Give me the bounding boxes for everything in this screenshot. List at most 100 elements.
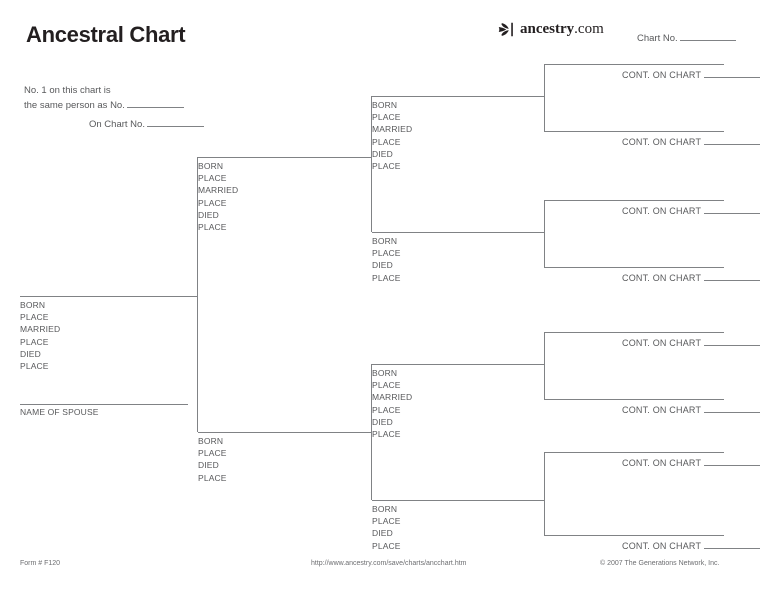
cont-14-text: CONT. ON CHART: [622, 458, 702, 468]
cont-15-text: CONT. ON CHART: [622, 541, 702, 551]
person-3-fields: BORN PLACE DIED PLACE: [198, 435, 372, 484]
field-married: MARRIED: [198, 185, 239, 196]
person-4-fields: BORN PLACE MARRIED PLACE DIED PLACE: [372, 99, 545, 172]
cont-10-text: CONT. ON CHART: [622, 206, 702, 216]
brand-name-rest: .com: [574, 21, 604, 37]
person-1-name-line[interactable]: [20, 296, 197, 297]
person-entry-3-mother[interactable]: BORN PLACE DIED PLACE: [198, 432, 372, 484]
field-place: PLACE: [372, 248, 401, 259]
field-died: DIED: [372, 416, 393, 427]
ancestry-leaf-icon: [498, 21, 517, 38]
person-2-name-line[interactable]: [198, 157, 372, 158]
person-entry-7[interactable]: BORN PLACE DIED PLACE: [372, 500, 545, 552]
cont-9-label[interactable]: CONT. ON CHART: [622, 135, 761, 147]
cont-8-blank[interactable]: [704, 68, 761, 78]
person-entry-2-father[interactable]: BORN PLACE MARRIED PLACE DIED PLACE: [198, 157, 372, 233]
cont-8-line[interactable]: [544, 64, 724, 65]
field-born: BORN: [198, 436, 224, 446]
cont-15-blank[interactable]: [704, 539, 761, 549]
cont-11-line[interactable]: [544, 267, 724, 268]
field-born: BORN: [372, 368, 398, 378]
person-1-fields: BORN PLACE MARRIED PLACE DIED PLACE: [20, 299, 197, 372]
cont-10-blank[interactable]: [704, 204, 761, 214]
person-3-name-line[interactable]: [198, 432, 372, 433]
continuation-bracket-a: [544, 64, 724, 132]
cont-8-text: CONT. ON CHART: [622, 70, 702, 80]
chart-no-field[interactable]: Chart No.: [637, 31, 736, 44]
cont-9-line[interactable]: [544, 131, 724, 132]
cont-15-label[interactable]: CONT. ON CHART: [622, 539, 761, 551]
person-6-name-line[interactable]: [372, 364, 545, 365]
cont-14-blank[interactable]: [704, 456, 761, 466]
field-married: MARRIED: [372, 392, 413, 403]
cont-13-blank[interactable]: [704, 403, 761, 413]
on-chart-no-label: On Chart No.: [89, 119, 145, 130]
person-entry-6[interactable]: BORN PLACE MARRIED PLACE DIED PLACE: [372, 364, 545, 440]
field-died: DIED: [198, 460, 219, 471]
chart-no-blank[interactable]: [679, 31, 736, 41]
field-died: DIED: [20, 348, 41, 359]
field-place: PLACE: [198, 173, 227, 184]
note-line-1: No. 1 on this chart is: [24, 85, 111, 96]
field-born: BORN: [372, 236, 398, 246]
field-born: BORN: [20, 300, 46, 310]
cont-8-label[interactable]: CONT. ON CHART: [622, 68, 761, 80]
on-chart-no-field[interactable]: On Chart No.: [89, 117, 204, 130]
spouse-entry[interactable]: NAME OF SPOUSE: [20, 404, 188, 417]
person-entry-5[interactable]: BORN PLACE DIED PLACE: [372, 232, 545, 284]
field-married: MARRIED: [372, 124, 413, 135]
field-place: PLACE: [372, 429, 401, 440]
same-person-note: No. 1 on this chart is the same person a…: [24, 84, 184, 112]
connector-gen3-lower-vertical: [371, 364, 372, 500]
cont-12-label[interactable]: CONT. ON CHART: [622, 336, 761, 348]
cont-11-label[interactable]: CONT. ON CHART: [622, 271, 761, 283]
cont-11-blank[interactable]: [704, 271, 761, 281]
person-7-fields: BORN PLACE DIED PLACE: [372, 503, 545, 552]
bracket-b-vertical: [544, 200, 545, 268]
cont-14-line[interactable]: [544, 452, 724, 453]
connector-gen3-upper-vertical: [371, 96, 372, 232]
same-person-no-blank[interactable]: [126, 98, 184, 108]
cont-9-blank[interactable]: [704, 135, 761, 145]
person-5-fields: BORN PLACE DIED PLACE: [372, 235, 545, 284]
cont-15-line[interactable]: [544, 535, 724, 536]
field-place: PLACE: [20, 312, 49, 323]
cont-12-line[interactable]: [544, 332, 724, 333]
person-entry-4[interactable]: BORN PLACE MARRIED PLACE DIED PLACE: [372, 96, 545, 172]
on-chart-no-blank[interactable]: [146, 117, 204, 127]
spouse-name-line[interactable]: [20, 404, 188, 405]
footer-copyright: © 2007 The Generations Network, Inc.: [600, 560, 720, 567]
field-died: DIED: [372, 260, 393, 271]
cont-13-label[interactable]: CONT. ON CHART: [622, 403, 761, 415]
footer-url[interactable]: http://www.ancestry.com/save/charts/ancc…: [311, 560, 467, 567]
cont-12-blank[interactable]: [704, 336, 761, 346]
person-7-name-line[interactable]: [372, 500, 545, 501]
note-line-2-row[interactable]: the same person as No.: [24, 98, 184, 113]
cont-13-line[interactable]: [544, 399, 724, 400]
person-4-name-line[interactable]: [372, 96, 545, 97]
footer-form-number: Form # F120: [20, 560, 61, 567]
cont-14-label[interactable]: CONT. ON CHART: [622, 456, 761, 468]
spouse-label: NAME OF SPOUSE: [20, 407, 99, 417]
person-6-fields: BORN PLACE MARRIED PLACE DIED PLACE: [372, 367, 545, 440]
field-born: BORN: [372, 100, 398, 110]
chart-no-label: Chart No.: [637, 33, 678, 44]
field-place: PLACE: [198, 448, 227, 459]
connector-gen2-vertical: [197, 157, 198, 432]
continuation-bracket-d: [544, 452, 724, 536]
field-died: DIED: [372, 148, 393, 159]
page-title: Ancestral Chart: [26, 22, 186, 47]
person-entry-1[interactable]: BORN PLACE MARRIED PLACE DIED PLACE: [20, 296, 197, 372]
person-5-name-line[interactable]: [372, 232, 545, 233]
field-died: DIED: [198, 209, 219, 220]
cont-11-text: CONT. ON CHART: [622, 273, 702, 283]
field-married: MARRIED: [20, 324, 61, 335]
field-place: PLACE: [20, 361, 49, 372]
cont-9-text: CONT. ON CHART: [622, 137, 702, 147]
cont-10-line[interactable]: [544, 200, 724, 201]
cont-10-label[interactable]: CONT. ON CHART: [622, 204, 761, 216]
field-place: PLACE: [372, 112, 401, 123]
field-born: BORN: [198, 161, 224, 171]
continuation-bracket-c: [544, 332, 724, 400]
field-died: DIED: [372, 528, 393, 539]
